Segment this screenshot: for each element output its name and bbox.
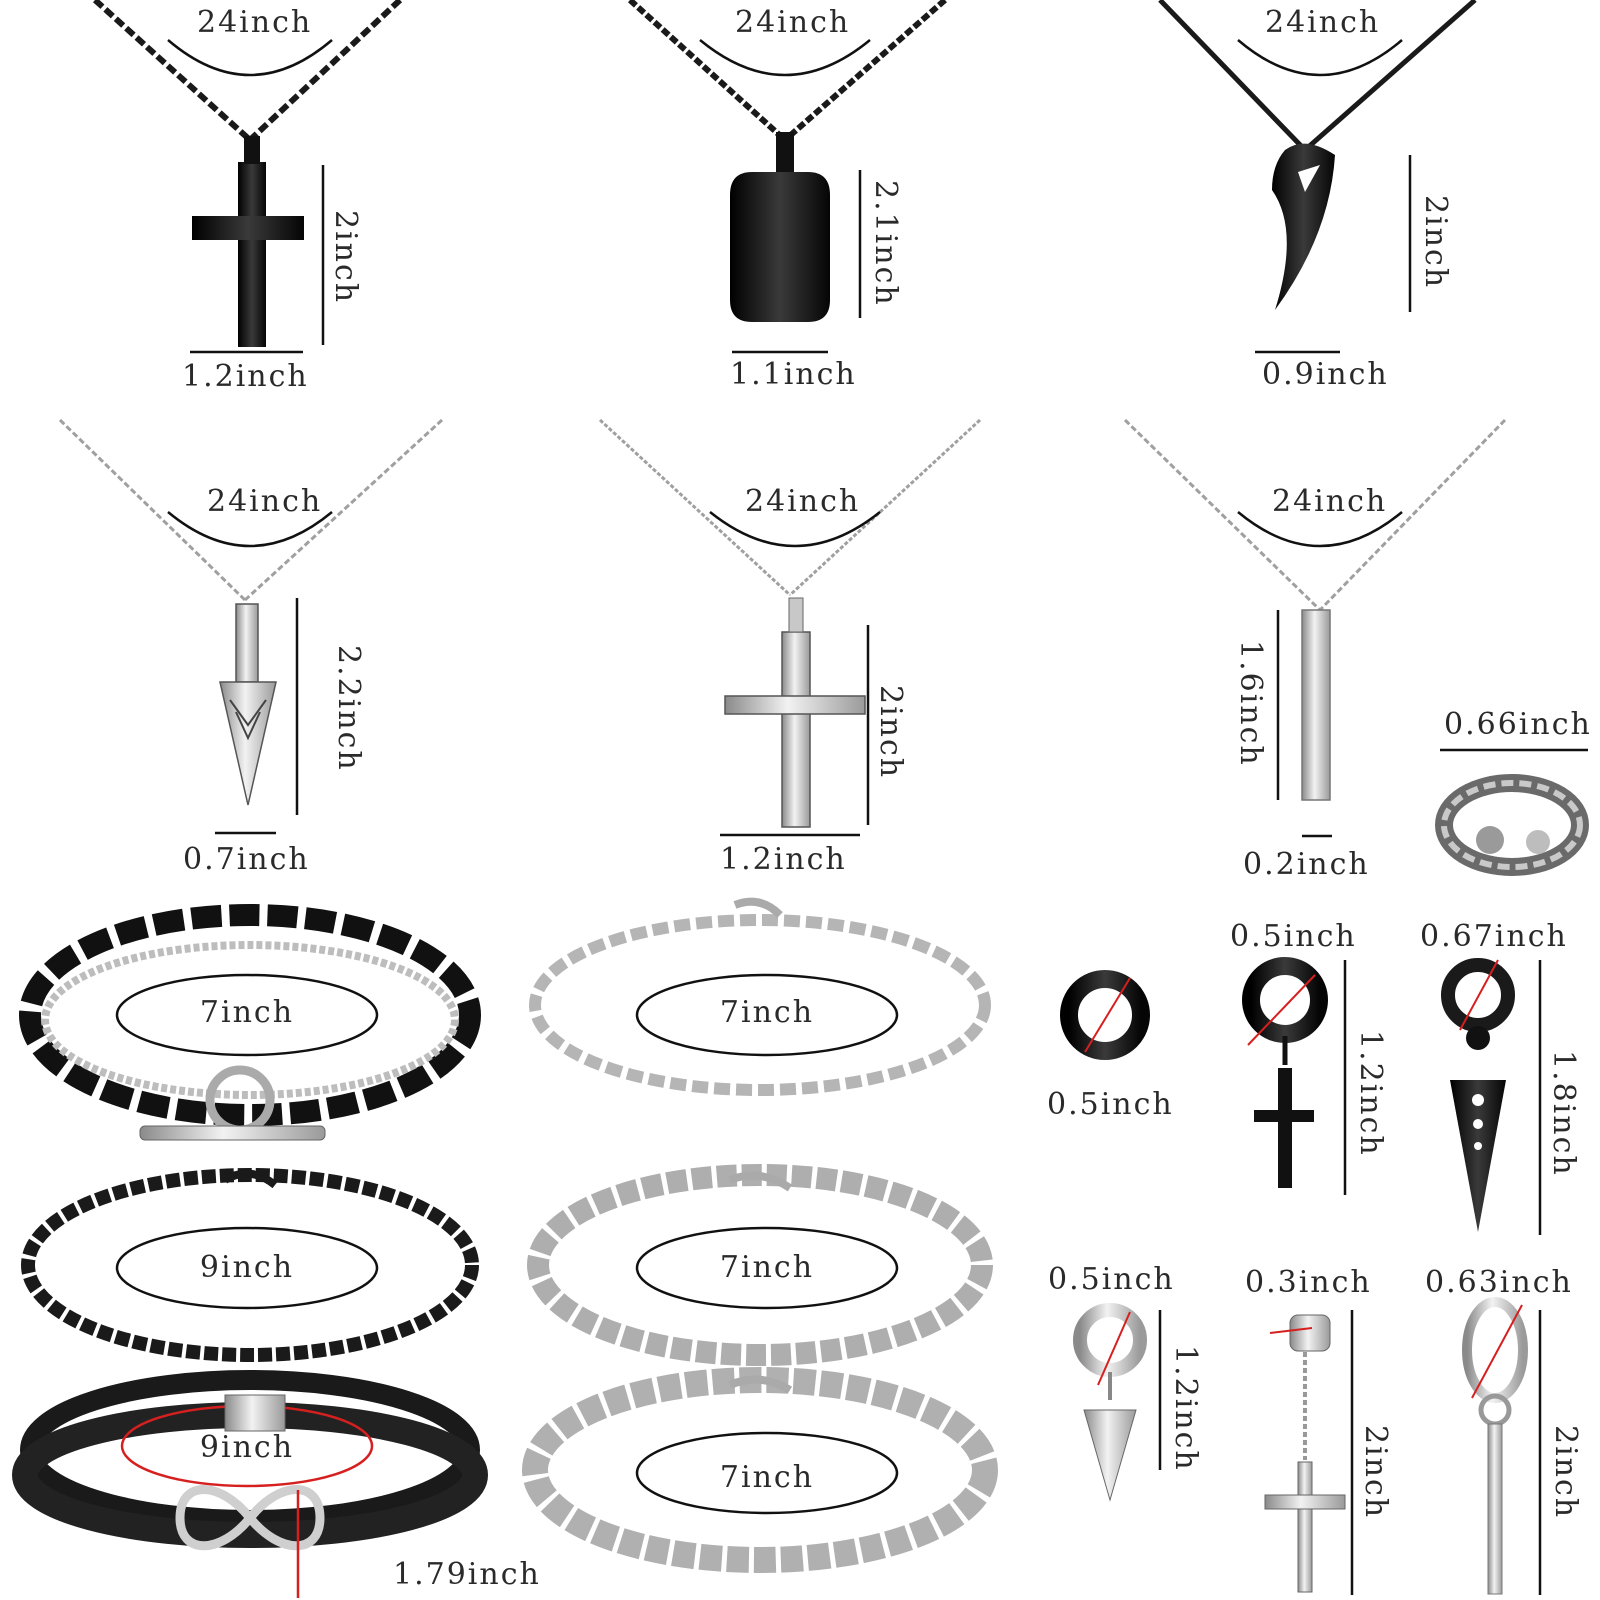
bracelet-5-length: 9inch bbox=[199, 1430, 295, 1465]
bracelet-4-length: 7inch bbox=[719, 1250, 815, 1285]
necklace-6-height: 1.6inch bbox=[1233, 640, 1268, 767]
necklace-silver-arrowhead bbox=[58, 418, 444, 835]
tooth-icon bbox=[1272, 143, 1335, 310]
earring-silver-hoop-bar bbox=[1462, 1297, 1542, 1595]
hoop-icon bbox=[1060, 970, 1150, 1060]
earring-2-width: 0.5inch bbox=[1230, 919, 1357, 954]
cross-icon bbox=[1254, 1068, 1314, 1188]
necklace-1-chain-length: 24inch bbox=[197, 5, 313, 40]
necklace-black-dog-tag bbox=[627, 0, 947, 354]
earring-5-width: 0.3inch bbox=[1245, 1265, 1372, 1300]
earring-6-height: 2inch bbox=[1548, 1425, 1583, 1520]
bracelet-3-length: 9inch bbox=[199, 1250, 295, 1285]
earring-2-height: 1.2inch bbox=[1353, 1030, 1388, 1157]
earring-silver-stud-cross bbox=[1264, 1310, 1354, 1595]
necklace-5-width: 1.2inch bbox=[720, 842, 847, 877]
necklace-3-width: 0.9inch bbox=[1262, 357, 1389, 392]
earring-3-height: 1.8inch bbox=[1546, 1050, 1581, 1177]
arrowhead-icon bbox=[219, 603, 277, 806]
necklace-1-height: 2inch bbox=[328, 210, 363, 305]
bracelet-silver-cable bbox=[529, 897, 991, 1096]
necklace-6-chain-length: 24inch bbox=[1272, 484, 1388, 519]
necklace-4-chain-length: 24inch bbox=[207, 484, 323, 519]
earring-silver-hoop-spike bbox=[1073, 1303, 1162, 1502]
bracelet-6-length: 7inch bbox=[719, 1460, 815, 1495]
necklace-2-chain-length: 24inch bbox=[735, 5, 851, 40]
earring-black-hoop-spike bbox=[1441, 958, 1542, 1235]
bracelet-5-height: 1.79inch bbox=[393, 1557, 541, 1592]
earring-black-hoop-cross bbox=[1242, 957, 1347, 1195]
bracelet-black-curb bbox=[21, 1168, 479, 1362]
bracelet-black-leather-infinity bbox=[12, 1370, 488, 1598]
bracelet-2-length: 7inch bbox=[719, 995, 815, 1030]
necklace-black-cross bbox=[92, 0, 403, 354]
earring-4-height: 1.2inch bbox=[1168, 1345, 1203, 1472]
earring-3-width: 0.67inch bbox=[1420, 919, 1568, 954]
necklace-5-chain-length: 24inch bbox=[745, 484, 861, 519]
bracelet-black-rolo-toggle bbox=[19, 904, 481, 1141]
necklace-4-width: 0.7inch bbox=[183, 842, 310, 877]
necklace-2-width: 1.1inch bbox=[730, 357, 857, 392]
necklace-5-height: 2inch bbox=[873, 685, 908, 780]
toggle-clasp-icon bbox=[139, 1065, 326, 1141]
necklace-silver-cross bbox=[598, 418, 982, 837]
ring-silver bbox=[1435, 748, 1589, 876]
necklace-4-height: 2.2inch bbox=[331, 645, 366, 772]
earring-5-height: 2inch bbox=[1358, 1425, 1393, 1520]
necklace-3-chain-length: 24inch bbox=[1265, 5, 1381, 40]
bracelet-silver-wheat bbox=[527, 1164, 993, 1366]
cross-icon bbox=[192, 136, 304, 347]
dog-tag-icon bbox=[730, 132, 830, 322]
bar-icon bbox=[1301, 609, 1331, 801]
bracelet-1-length: 7inch bbox=[199, 995, 295, 1030]
cross-icon bbox=[724, 597, 866, 828]
necklace-3-height: 2inch bbox=[1418, 195, 1453, 290]
bracelet-silver-cuban bbox=[522, 1367, 998, 1573]
earring-4-width: 0.5inch bbox=[1048, 1262, 1175, 1297]
necklace-1-width: 1.2inch bbox=[182, 359, 309, 394]
earring-black-huggie bbox=[1060, 970, 1150, 1060]
necklace-silver-bar bbox=[1123, 418, 1507, 838]
ring-width: 0.66inch bbox=[1444, 707, 1592, 742]
necklace-6-width: 0.2inch bbox=[1243, 847, 1370, 882]
infinity-icon bbox=[175, 1485, 325, 1551]
earring-6-width: 0.63inch bbox=[1425, 1265, 1573, 1300]
necklace-2-height: 2.1inch bbox=[868, 180, 903, 307]
ring-icon bbox=[1435, 774, 1589, 876]
spike-icon bbox=[1450, 1080, 1506, 1232]
earring-1-width: 0.5inch bbox=[1047, 1087, 1174, 1122]
necklace-black-tooth bbox=[1158, 0, 1477, 354]
